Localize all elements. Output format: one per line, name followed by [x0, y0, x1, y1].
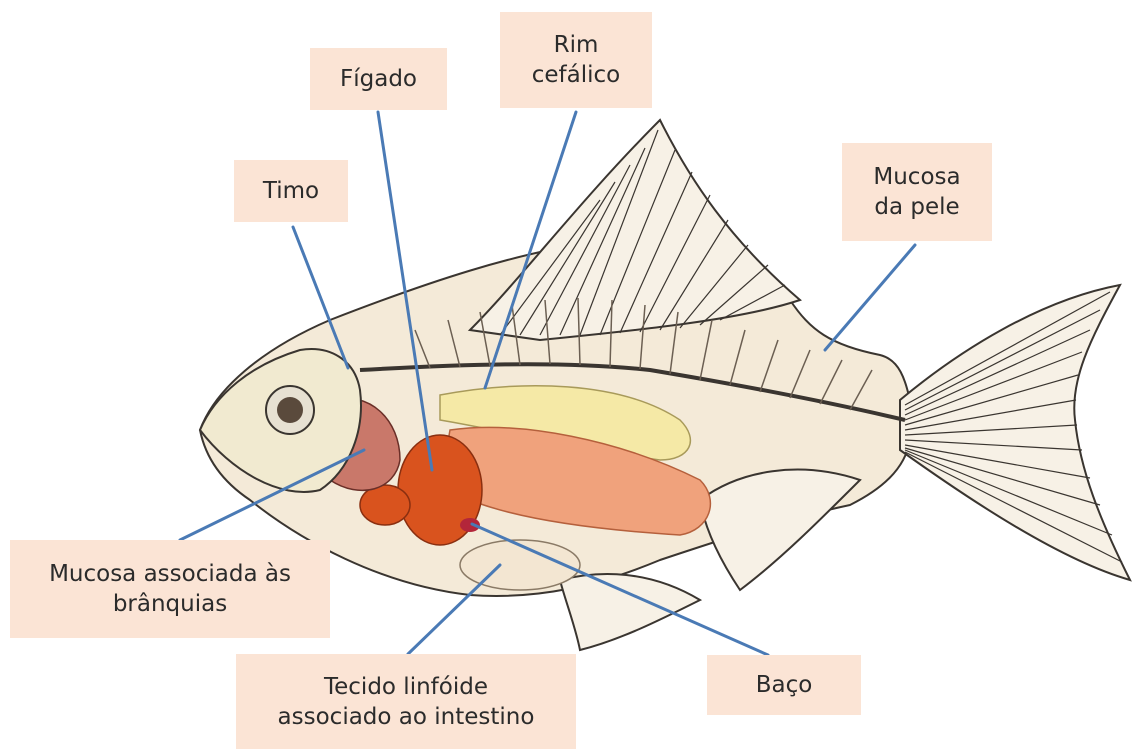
label-tecido-linfoide: Tecido linfóide associado ao intestino [236, 654, 576, 749]
tail-fin [900, 285, 1130, 580]
heart [360, 485, 410, 525]
leader-mucosa-pele [825, 245, 915, 350]
anal-fin [700, 470, 860, 590]
dorsal-fin [470, 120, 800, 340]
label-timo: Timo [234, 160, 348, 222]
label-mucosa-branquias: Mucosa associada às brânquias [10, 540, 330, 638]
pelvic-fin [560, 574, 700, 650]
label-mucosa-da-pele: Mucosa da pele [842, 143, 992, 241]
label-figado: Fígado [310, 48, 447, 110]
eye-pupil [277, 397, 303, 423]
label-rim-cefalico: Rim cefálico [500, 12, 652, 108]
label-baco: Baço [707, 655, 861, 715]
